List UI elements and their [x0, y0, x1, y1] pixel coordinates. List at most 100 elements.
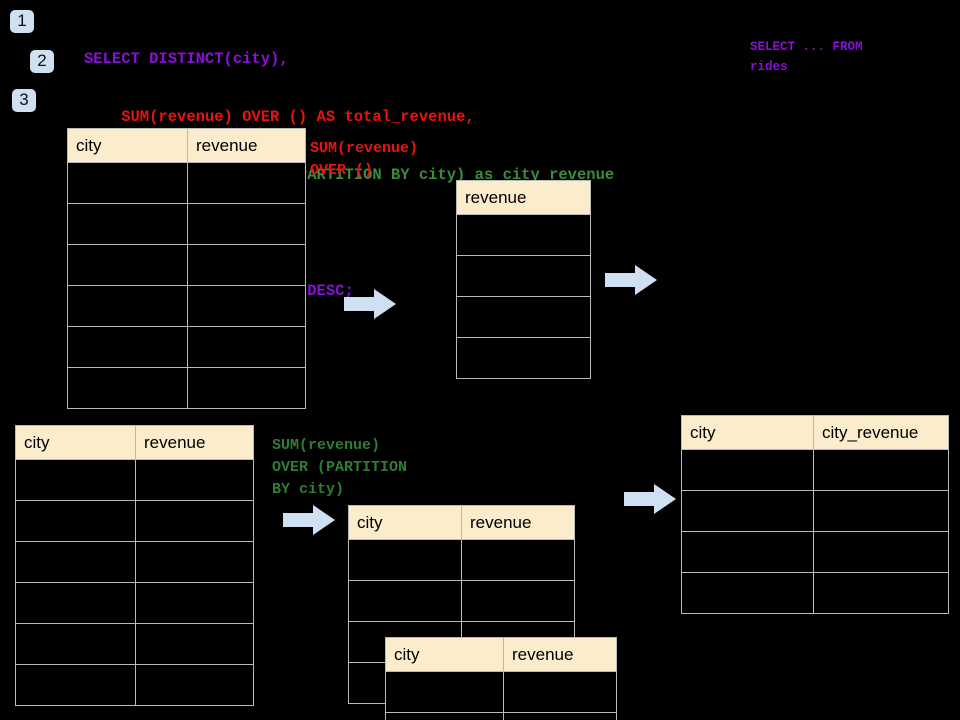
step-badge-3: 3 [12, 89, 36, 112]
table-cell [813, 490, 949, 532]
table-cell [187, 285, 306, 327]
table-row [15, 500, 254, 542]
table-row [15, 664, 254, 706]
table-row [348, 580, 575, 622]
table-row [456, 296, 591, 338]
column-header-city: city [67, 128, 188, 163]
sql-line-2: SUM(revenue) OVER () AS total_revenue, [84, 108, 475, 126]
table-cell [135, 664, 254, 706]
table-cell [15, 459, 136, 501]
table-row [681, 490, 949, 532]
table-header-row: city city_revenue [681, 415, 949, 450]
column-header-city-revenue: city_revenue [813, 415, 949, 450]
table-body [15, 459, 254, 706]
arrow-shaft [624, 492, 656, 506]
table-header-row: city revenue [385, 637, 617, 672]
table-cell [813, 449, 949, 491]
arrow-shaft [344, 297, 376, 311]
table-cell [15, 664, 136, 706]
table-cell [385, 712, 504, 720]
table-header-row: city revenue [15, 425, 254, 460]
table-cell [187, 203, 306, 245]
over-empty-label: SUM(revenue) OVER () [310, 140, 419, 179]
table-cell [813, 531, 949, 573]
table-row [15, 459, 254, 501]
table-row [67, 367, 306, 409]
rides-source-table-2: city revenue [15, 425, 254, 706]
table-cell [135, 541, 254, 583]
arrow-shaft [605, 273, 637, 287]
table-cell [67, 367, 188, 409]
table-row [456, 337, 591, 379]
table-row [681, 449, 949, 491]
partition-group-table-a: city revenue [348, 505, 575, 704]
arrow-head [374, 289, 396, 319]
table-cell [187, 326, 306, 368]
table-cell [456, 337, 591, 379]
sql-line-1: SELECT DISTINCT(city), [84, 50, 289, 68]
table-cell [348, 580, 462, 622]
table-header-row: revenue [456, 180, 591, 215]
table-cell [681, 531, 814, 573]
table-cell [456, 214, 591, 256]
table-header-row: city revenue [348, 505, 575, 540]
column-header-city: city [15, 425, 136, 460]
table-body [385, 671, 617, 720]
table-row [681, 531, 949, 573]
table-cell [67, 285, 188, 327]
column-header-revenue: revenue [503, 637, 617, 672]
arrow-right-icon [624, 484, 676, 514]
table-cell [15, 623, 136, 665]
total-revenue-table: revenue [456, 180, 591, 379]
table-cell [503, 712, 617, 720]
table-cell [813, 572, 949, 614]
table-cell [187, 162, 306, 204]
column-header-city: city [681, 415, 814, 450]
arrow-shaft [283, 513, 315, 527]
table-cell [67, 244, 188, 286]
rides-source-table: city revenue [67, 128, 306, 409]
table-cell [187, 244, 306, 286]
arrow-head [313, 505, 335, 535]
table-cell [681, 572, 814, 614]
city-revenue-result-table: city city_revenue [681, 415, 949, 614]
partition-group-table-b: city revenue [385, 637, 617, 720]
table-cell [681, 449, 814, 491]
table-body [681, 449, 949, 614]
table-cell [135, 623, 254, 665]
table-cell [461, 580, 575, 622]
table-row [15, 623, 254, 665]
arrow-head [635, 265, 657, 295]
table-row [385, 671, 617, 713]
table-cell [456, 255, 591, 297]
select-from-rides-note: SELECT ... FROM rides [750, 40, 863, 74]
arrow-right-icon [283, 505, 335, 535]
table-body [67, 162, 306, 409]
table-row [67, 285, 306, 327]
table-cell [15, 500, 136, 542]
table-header-row: city revenue [67, 128, 306, 163]
table-cell [385, 671, 504, 713]
table-row [67, 162, 306, 204]
table-row [681, 572, 949, 614]
column-header-revenue: revenue [135, 425, 254, 460]
table-body [456, 214, 591, 379]
column-header-city: city [385, 637, 504, 672]
table-cell [461, 539, 575, 581]
partition-by-label: SUM(revenue) OVER (PARTITION BY city) [272, 437, 408, 498]
table-row [67, 244, 306, 286]
step-badge-2: 2 [30, 50, 54, 73]
table-row [67, 326, 306, 368]
table-row [348, 539, 575, 581]
column-header-revenue: revenue [187, 128, 306, 163]
table-cell [15, 541, 136, 583]
arrow-right-icon [344, 289, 396, 319]
table-cell [187, 367, 306, 409]
table-cell [135, 500, 254, 542]
table-cell [503, 671, 617, 713]
table-cell [135, 459, 254, 501]
arrow-right-icon [605, 265, 657, 295]
table-cell [135, 582, 254, 624]
table-row [15, 582, 254, 624]
